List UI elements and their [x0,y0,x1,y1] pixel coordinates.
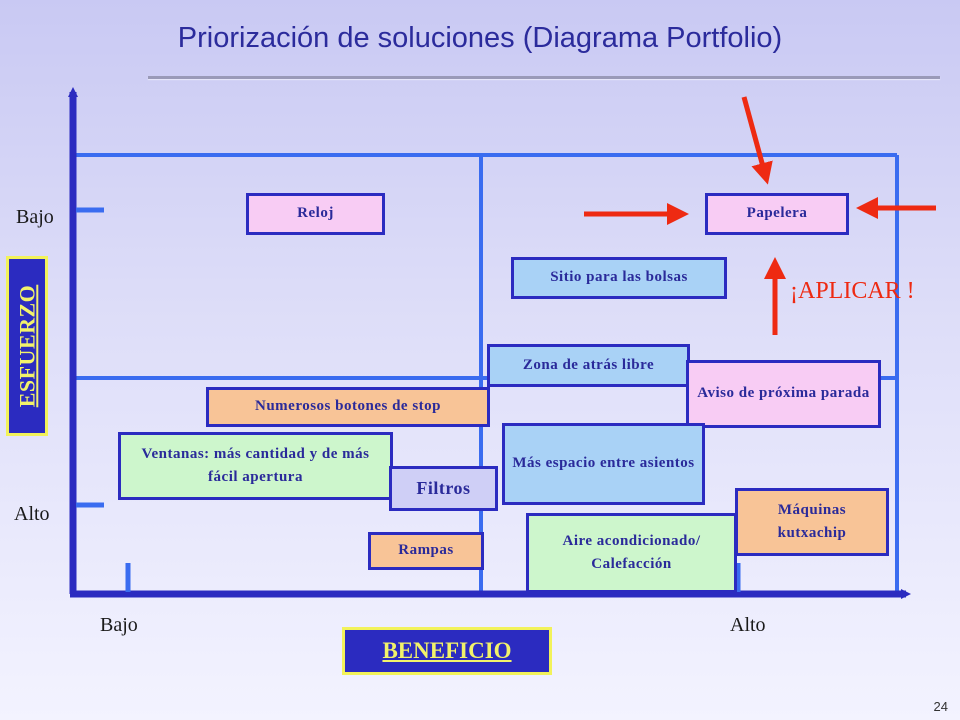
y-label-alto: Alto [14,503,50,525]
item-zona-atras: Zona de atrás libre [487,344,690,387]
x-label-alto: Alto [730,614,766,636]
item-reloj: Reloj [246,193,385,235]
item-ventanas: Ventanas: más cantidad y de más fácil ap… [118,432,393,500]
item-sitio-bolsas: Sitio para las bolsas [511,257,727,299]
item-papelera: Papelera [705,193,849,235]
item-aviso-parada: Aviso de próxima parada [686,360,881,428]
red-arrow-down [741,96,773,185]
aplicar-callout: ¡APLICAR ! [790,278,915,304]
x-label-bajo: Bajo [100,614,138,636]
y-axis-title: ESFUERZO [6,256,48,436]
item-aire: Aire acondicionado/ Calefacción [526,513,737,593]
item-rampas: Rampas [368,532,484,570]
item-maquinas: Máquinas kutxachip [735,488,889,556]
item-filtros: Filtros [389,466,498,511]
item-botones-stop: Numerosos botones de stop [206,387,490,427]
item-mas-espacio: Más espacio entre asientos [502,423,705,505]
y-axis-title-text: ESFUERZO [14,284,39,408]
title-divider [148,76,940,79]
y-label-bajo: Bajo [16,206,54,228]
page-title: Priorización de soluciones (Diagrama Por… [177,22,783,54]
page-number: 24 [933,699,948,714]
x-axis-title: BENEFICIO [342,627,552,675]
